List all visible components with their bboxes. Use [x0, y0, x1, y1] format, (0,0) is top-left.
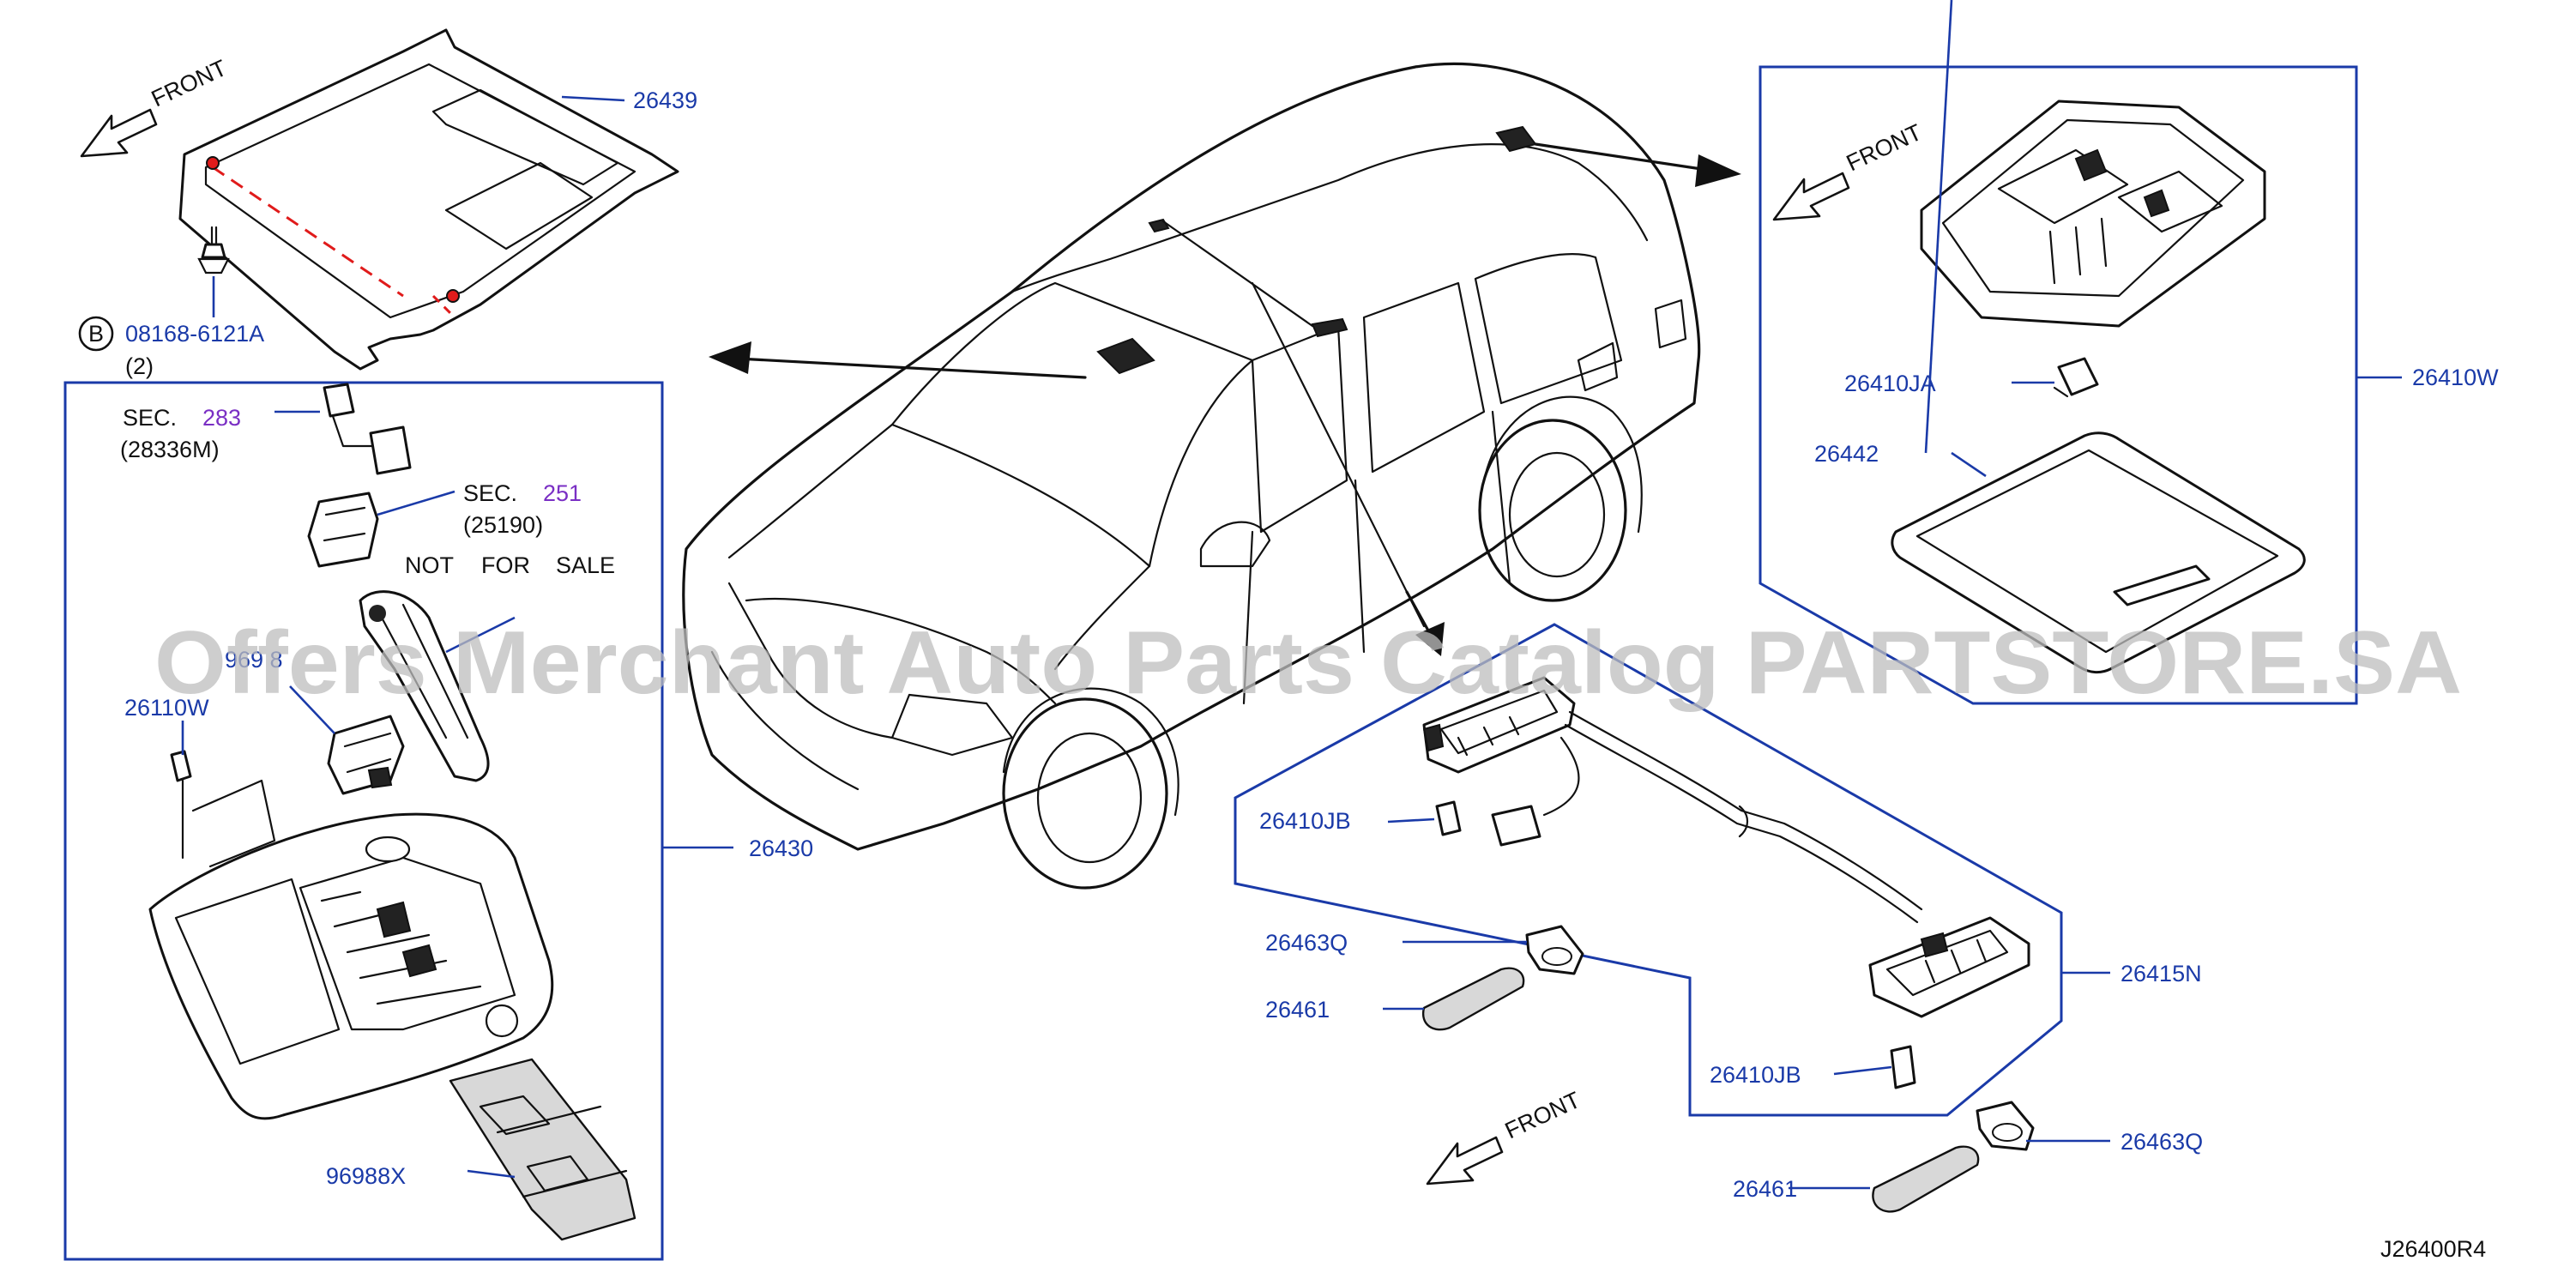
- watermark: Offers Merchant Auto Parts Catalog PARTS…: [154, 613, 2462, 713]
- label-sale: SALE: [556, 552, 615, 578]
- label-26110W: 26110W: [124, 695, 209, 721]
- front-label-bottom: FRONT: [1501, 1087, 1584, 1143]
- label-26461-a: 26461: [1265, 997, 1330, 1023]
- room-lamp-panel: [1759, 65, 2358, 705]
- label-b-marker: B: [88, 321, 104, 347]
- label-26410W: 26410W: [2412, 365, 2499, 390]
- pointer-arrows: [709, 142, 1741, 656]
- map-lamp-panel: [63, 381, 664, 1261]
- label-08168-qty: (2): [125, 353, 154, 379]
- bracket-assembly: [178, 28, 679, 371]
- label-sec251-prefix: SEC.: [463, 480, 517, 506]
- label-08168-6121A: 08168-6121A: [125, 321, 264, 347]
- front-arrow-top-right: FRONT: [1772, 119, 1926, 221]
- front-arrow-top-left: FRONT: [80, 55, 231, 158]
- label-sec251-ref: (25190): [463, 512, 543, 538]
- label-26463Q-a: 26463Q: [1265, 930, 1348, 956]
- label-sec283-ref: (28336M): [120, 437, 220, 462]
- label-26461-b: 26461: [1733, 1176, 1797, 1202]
- front-label-top-left: FRONT: [148, 55, 231, 112]
- front-arrow-bottom: FRONT: [1426, 1087, 1584, 1186]
- small-parts: [1421, 925, 2035, 1213]
- cargo-lamp-panel: [1234, 623, 2063, 1117]
- label-26410JA: 26410JA: [1844, 371, 1936, 396]
- label-sec283-num: 283: [202, 405, 241, 431]
- label-26410JB-a: 26410JB: [1259, 808, 1351, 834]
- label-96988-partial: 969 8: [225, 647, 283, 673]
- front-label-top-right: FRONT: [1843, 119, 1926, 176]
- label-not: NOT: [405, 552, 454, 578]
- label-sec251-num: 251: [543, 480, 582, 506]
- vehicle-outline: [682, 62, 1701, 890]
- label-26442: 26442: [1814, 441, 1879, 467]
- label-sec283-prefix: SEC.: [123, 405, 177, 431]
- callout-leaders: [181, 0, 2402, 1190]
- diagram-id: J26400R4: [2380, 1236, 2486, 1262]
- label-96988X: 96988X: [326, 1163, 406, 1189]
- label-26430: 26430: [749, 836, 813, 861]
- label-26410JB-b: 26410JB: [1710, 1062, 1801, 1088]
- label-for: FOR: [481, 552, 530, 578]
- callout-labels: 26439 B 08168-6121A (2) SEC. 283 (28336M…: [78, 87, 2499, 1262]
- label-26439: 26439: [633, 87, 697, 113]
- label-26415N: 26415N: [2121, 961, 2202, 986]
- b-circle-icon: [78, 316, 114, 352]
- label-26463Q-b: 26463Q: [2121, 1129, 2203, 1155]
